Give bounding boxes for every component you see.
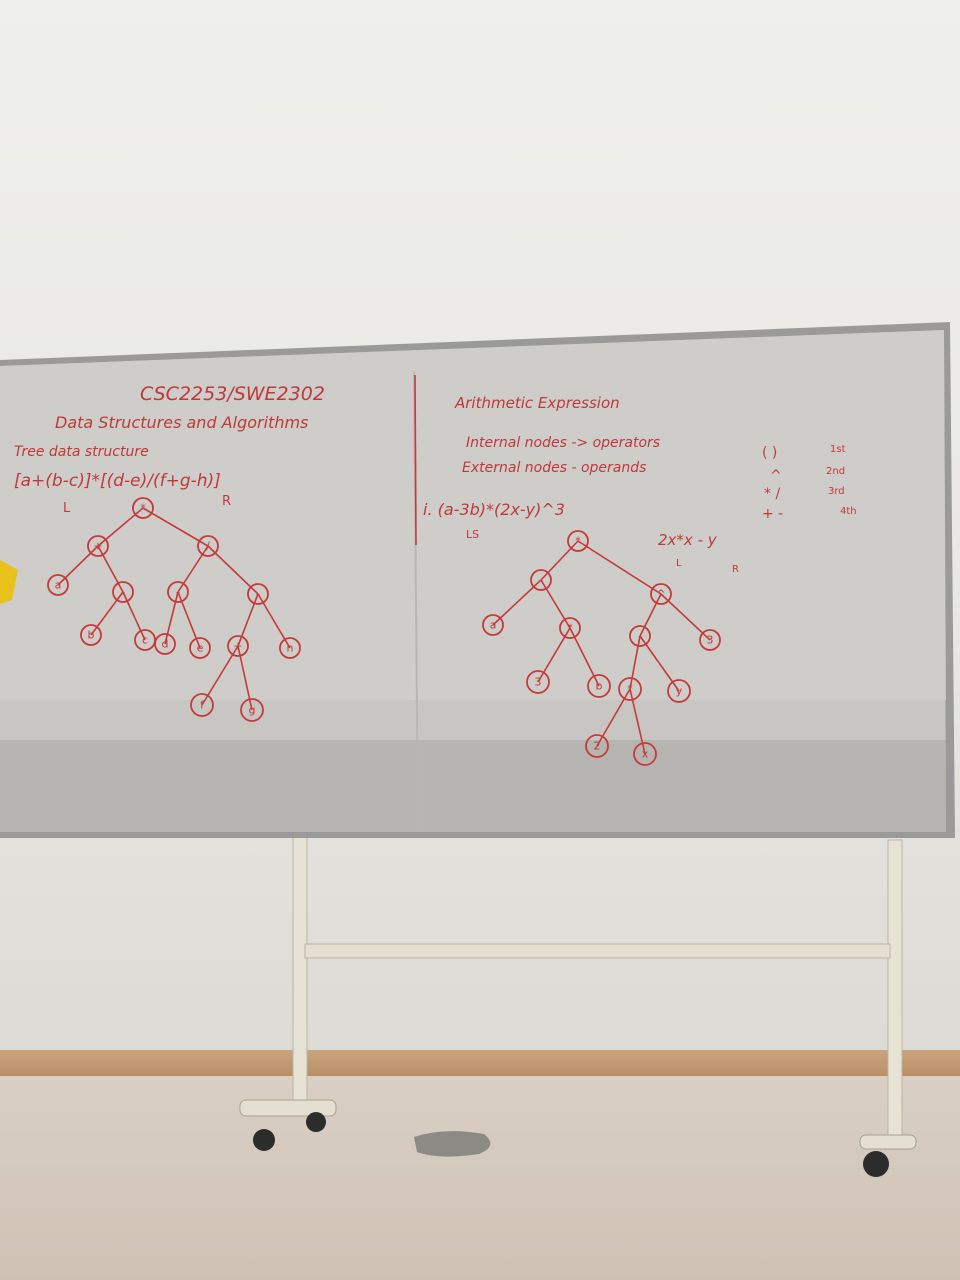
- tree1-node: f: [190, 693, 214, 717]
- example-marker: LS: [466, 528, 479, 541]
- tree1-node: -: [167, 581, 189, 603]
- svg-text:*: *: [627, 683, 633, 696]
- sub-right-marker: R: [732, 564, 739, 575]
- svg-text:/: /: [206, 540, 210, 553]
- tree1-node: -: [112, 581, 134, 603]
- svg-text:*: *: [575, 535, 581, 548]
- course-code: CSC2253/SWE2302: [140, 383, 325, 405]
- cloth-rag: [414, 1131, 491, 1157]
- topic-title: Tree data structure: [14, 444, 149, 460]
- definition-line-1: Internal nodes -> operators: [466, 435, 660, 451]
- svg-text:b: b: [88, 629, 95, 642]
- tree1-node: -: [247, 583, 269, 605]
- floor: [0, 1076, 960, 1280]
- precedence-rank: 4th: [840, 506, 857, 517]
- tree2-node: *: [618, 677, 642, 701]
- tree1-node: d: [154, 633, 176, 655]
- tree1-node: +: [87, 535, 109, 557]
- example-expression: i. (a-3b)*(2x-y)^3: [423, 500, 565, 519]
- tree2-node: b: [587, 674, 611, 698]
- svg-text:b: b: [596, 680, 603, 693]
- tree2-node: 2: [585, 734, 609, 758]
- svg-text:+: +: [93, 540, 102, 553]
- tree1-node: g: [240, 698, 264, 722]
- tree2-node: y: [667, 679, 691, 703]
- tree2-node: -: [629, 625, 651, 647]
- svg-text:-: -: [176, 586, 180, 599]
- tree2-node: -: [530, 569, 552, 591]
- marker-right: R: [222, 494, 231, 509]
- wall-skirting: [0, 1050, 960, 1076]
- whiteboard: [0, 322, 955, 838]
- svg-text:2: 2: [594, 740, 601, 753]
- tree2-node: 3: [699, 629, 721, 651]
- tree2-node: *: [567, 530, 589, 552]
- sub-left-marker: L: [676, 558, 682, 569]
- definition-line-2: External nodes - operands: [462, 460, 646, 476]
- svg-text:a: a: [55, 579, 62, 592]
- tree1-node: h: [279, 637, 301, 659]
- section-heading: Arithmetic Expression: [454, 394, 620, 412]
- precedence-ops: * /: [764, 486, 780, 502]
- tree1-node: /: [197, 535, 219, 557]
- svg-text:f: f: [200, 699, 205, 712]
- svg-text:c: c: [142, 634, 148, 647]
- precedence-ops: ( ): [762, 445, 777, 461]
- svg-text:g: g: [249, 704, 256, 717]
- tree2-node: a: [482, 614, 504, 636]
- tree1-node: +: [227, 635, 249, 657]
- precedence-ops: + -: [762, 506, 783, 522]
- svg-text:*: *: [567, 622, 573, 635]
- svg-text:-: -: [539, 574, 543, 587]
- precedence-rank: 2nd: [826, 466, 845, 477]
- svg-text:-: -: [121, 586, 125, 599]
- precedence-rank: 1st: [830, 444, 846, 455]
- precedence-ops: ^: [770, 468, 782, 484]
- tree1-node: a: [47, 574, 69, 596]
- svg-text:h: h: [287, 642, 294, 655]
- precedence-rank: 3rd: [828, 486, 845, 497]
- svg-text:^: ^: [656, 588, 665, 601]
- expression-tree-2: * - ^ a * - 3 3 b * y 2 x: [482, 530, 721, 766]
- svg-text:3: 3: [535, 676, 542, 689]
- svg-text:3: 3: [707, 634, 714, 647]
- svg-text:-: -: [256, 588, 260, 601]
- precedence-table: ( ) 1st ^ 2nd * / 3rd + - 4th: [762, 444, 857, 522]
- expression-tree-1: * + / a - - - b c d e + h f g: [47, 497, 301, 722]
- expression-1: [a+(b-c)]*[(d-e)/(f+g-h)]: [14, 471, 221, 491]
- marker-left: L: [63, 501, 71, 516]
- tree2-node: *: [559, 617, 581, 639]
- tree2-node: ^: [650, 583, 672, 605]
- svg-text:e: e: [197, 642, 204, 655]
- sub-expression: 2x*x - y: [658, 531, 718, 549]
- course-title: Data Structures and Algorithms: [55, 413, 308, 432]
- svg-text:*: *: [140, 502, 146, 515]
- svg-text:y: y: [676, 685, 683, 698]
- svg-text:x: x: [642, 748, 649, 761]
- svg-text:d: d: [162, 638, 169, 651]
- whiteboard-stand: [239, 829, 917, 1177]
- tree1-node: b: [80, 624, 102, 646]
- svg-text:-: -: [638, 630, 642, 643]
- svg-text:+: +: [233, 640, 242, 653]
- tree1-node: *: [132, 497, 154, 519]
- svg-text:a: a: [490, 619, 497, 632]
- tree2-node: 3: [526, 670, 550, 694]
- tree2-node: x: [633, 742, 657, 766]
- tree1-node: e: [189, 637, 211, 659]
- yellow-object: [0, 560, 18, 604]
